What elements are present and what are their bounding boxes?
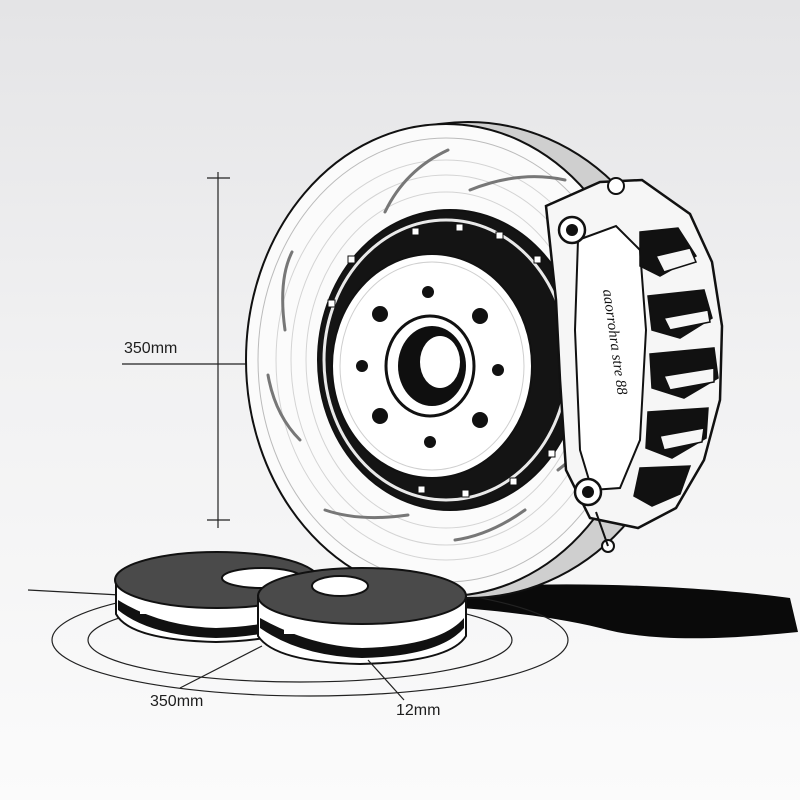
brake-caliper: aaorrohra stre 88	[544, 177, 724, 553]
pad-dimension-leaders	[179, 645, 405, 701]
caliper-bolts	[557, 177, 625, 553]
rotor-slots	[266, 148, 600, 542]
rotor-height-label: 350mm	[124, 340, 178, 357]
rotor-rivets	[327, 223, 556, 498]
ground-shadow	[462, 584, 798, 639]
lug-holes	[356, 286, 504, 448]
brake-pad-right	[257, 567, 467, 666]
vertical-dimension-line	[122, 172, 255, 528]
pad-thickness-label: 12mm	[396, 702, 441, 719]
pad-diameter-label: 350mm	[150, 693, 204, 710]
